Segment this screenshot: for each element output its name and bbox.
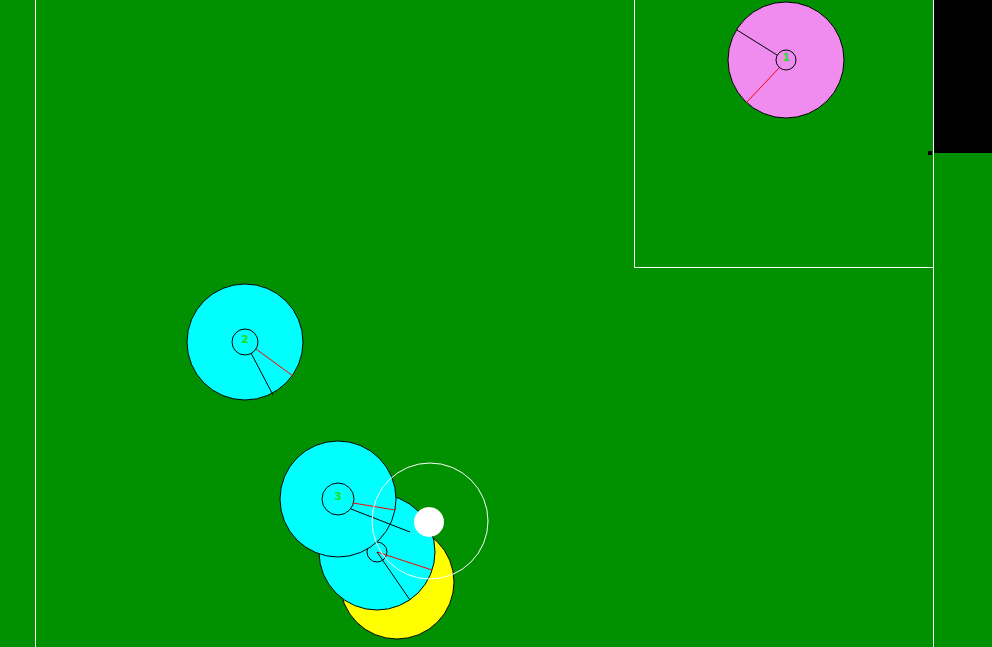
target-line [746,68,779,103]
ball-range [372,463,488,579]
robot-marker: 3 [280,441,396,557]
robot-number: 3 [334,491,342,502]
penalty-area [635,0,934,268]
robot-core [322,483,354,515]
robot-body [280,441,396,557]
robot-core [776,50,796,70]
heading-line [351,509,410,532]
robot-number: 2 [241,334,249,345]
goal-line [933,0,934,647]
robot-core [232,329,258,355]
target-line [377,552,432,570]
goal [934,0,992,153]
robot-marker: 2 [187,284,303,400]
goal-post [928,151,932,155]
robot-marker: 1 [728,2,844,118]
heading-line [737,30,777,55]
robot-body [728,2,844,118]
robot-body [187,284,303,400]
side-line [35,0,36,647]
target-line [256,349,293,376]
heading-line [377,552,410,600]
robot-number: 1 [782,52,790,63]
ball [414,507,444,537]
